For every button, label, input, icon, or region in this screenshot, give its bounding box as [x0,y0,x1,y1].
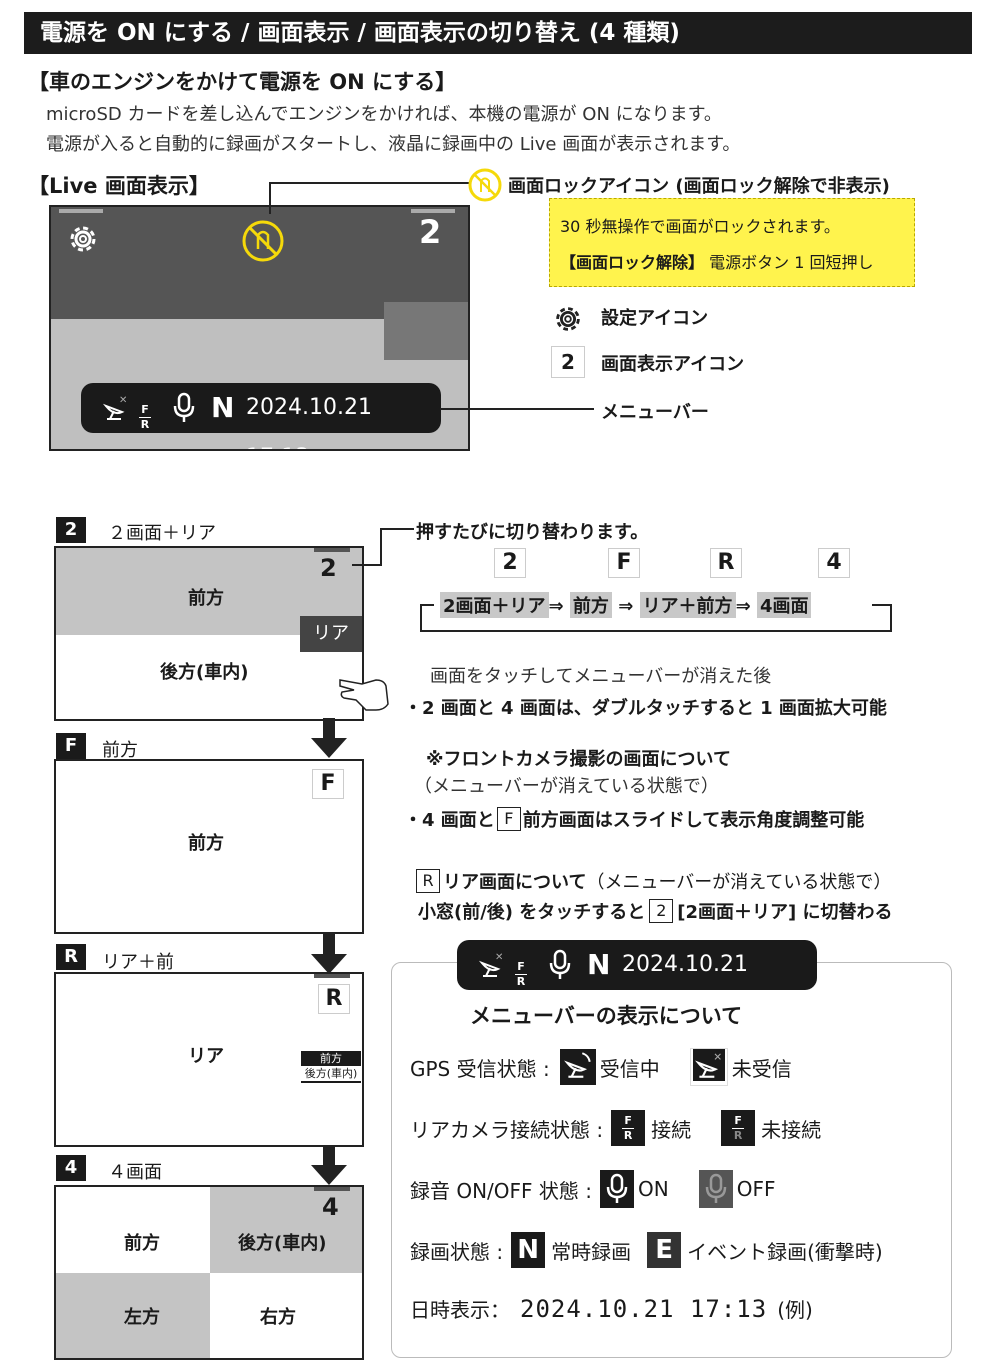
legend-audio: 録音 ON/OFF 状態 : ON OFF [410,1170,775,1208]
seq-icon-f: F [608,548,640,578]
mode-r-title: リア＋前 [102,952,174,973]
datetime: 2024.10.21 17:13 [622,952,748,1027]
live-screen: 2 ✕ FR N 2024.10.21 17:13 [49,205,470,451]
rear-view: リア [188,1046,224,1067]
rear-screen-line: 小窓(前/後) をタッチすると 2 [2画面＋リア] に切替わる [418,899,893,923]
mode-2-title: ２画面＋リア [108,523,216,544]
touch-line-2: ・2 画面と 4 画面は、ダブルタッチすると 1 画面拡大可能 [404,698,887,719]
gps-icon: ✕ [477,940,507,990]
svg-text:✕: ✕ [713,1051,722,1064]
legend-recording: 録画状態 : N 常時録画 E イベント録画(衝撃時) [410,1232,883,1268]
mic-on-icon [600,1170,635,1208]
mode-4-icon[interactable]: 4 [322,1193,339,1221]
recording-status: N [587,948,611,981]
screen-front[interactable]: F 前方 [54,759,364,934]
front-view: 前方 [188,588,224,609]
screen-lock-icon [241,219,285,267]
front-view: 前方 [188,833,224,854]
screen-rear-plus-front[interactable]: R リア 前方 後方(車内) [54,972,364,1147]
live-menubar: ✕ FR N 2024.10.21 17:13 [81,383,441,449]
touch-line-1: 画面をタッチしてメニューバーが消えた後 [430,666,772,687]
mode-f-icon[interactable]: F [312,769,344,799]
display-mode-icon[interactable]: 2 [419,213,442,251]
microphone-icon [171,383,197,433]
legend-title: メニューバーの表示について [470,1004,743,1028]
mode-f-badge: F [56,733,86,759]
page-title: 電源を ON にする / 画面表示 / 画面表示の切り替え (4 種類) [24,12,972,54]
settings-legend-icon [551,302,585,340]
lock-legend-icon [468,168,502,206]
screen-2-plus-rear[interactable]: 2 前方 リア 後方(車内) [54,546,364,721]
back-view: 後方(車内) [160,662,249,683]
mode-f-title: 前方 [102,740,138,761]
mode-4-badge: 4 [56,1155,86,1181]
display-legend-icon: 2 [551,346,585,378]
lock-note: 30 秒無操作で画面がロックされます。 【画面ロック解除】 電源ボタン 1 回短… [549,198,915,287]
front-cam-sub: （メニューバーが消えている状態で） [414,776,719,797]
rear-window-button[interactable]: リア [300,616,362,652]
settings-icon[interactable] [65,221,101,261]
seq-icon-4: 4 [818,548,850,578]
quad-left: 左方 [124,1307,160,1328]
rec-event-icon: E [647,1232,682,1268]
screen-quad[interactable]: 4 前方 後方(車内) 左方 右方 [54,1185,364,1360]
hand-pointer-icon [336,668,392,718]
quad-front: 前方 [124,1233,160,1254]
power-text-2: 電源が入ると自動的に録画がスタートし、液晶に録画中の Live 画面が表示されま… [46,134,741,155]
legend-gps: GPS 受信状態 : 受信中 ✕ 未受信 [410,1048,792,1086]
mode-2-badge: 2 [56,517,86,543]
mini-window[interactable]: 前方 後方(車内) [300,1050,362,1084]
microphone-icon [547,940,573,990]
gps-on-icon [559,1049,596,1085]
gps-icon: ✕ [101,383,131,433]
svg-text:✕: ✕ [119,395,127,406]
quad-back: 後方(車内) [238,1233,327,1254]
mode-r-badge: R [56,944,86,970]
rec-normal-icon: N [511,1232,546,1268]
front-cam-line: ・4 画面と F 前方画面はスライドして表示角度調整可能 [404,807,865,831]
mic-off-icon [698,1170,733,1208]
switch-sequence: 2画面＋リア⇒ 前方 ⇒ リア＋前方⇒ 4画面 [440,592,812,618]
live-heading: 【Live 画面表示】 [28,174,210,198]
mode-4-title: ４画面 [108,1162,162,1183]
legend-datetime: 日時表示： 2024.10.21 17:13 (例) [410,1294,813,1323]
power-text-1: microSD カードを差し込んでエンジンをかければ、本機の電源が ON になり… [46,104,722,125]
recording-status: N [211,391,235,424]
gps-off-icon: ✕ [689,1048,728,1086]
mode-2-icon[interactable]: 2 [320,554,337,582]
seq-icon-2: 2 [494,548,526,578]
power-heading: 【車のエンジンをかけて電源を ON にする】 [28,70,457,94]
datetime: 2024.10.21 17:13 [246,395,372,449]
display-icon-label: 画面表示アイコン [601,354,745,375]
front-cam-title: ※フロントカメラ撮影の画面について [426,749,731,770]
settings-label: 設定アイコン [601,308,709,329]
seq-icon-r: R [710,548,742,578]
menubar-label: メニューバー [601,402,709,423]
switch-title: 押すたびに切り替わります。 [416,522,649,543]
lock-icon-label: 画面ロックアイコン (画面ロック解除で非表示) [508,176,890,197]
mode-r-icon[interactable]: R [318,984,350,1014]
svg-text:✕: ✕ [495,952,503,963]
quad-right: 右方 [260,1307,296,1328]
rear-screen-title: R リア画面について （メニューバーが消えている状態で） [416,868,891,894]
